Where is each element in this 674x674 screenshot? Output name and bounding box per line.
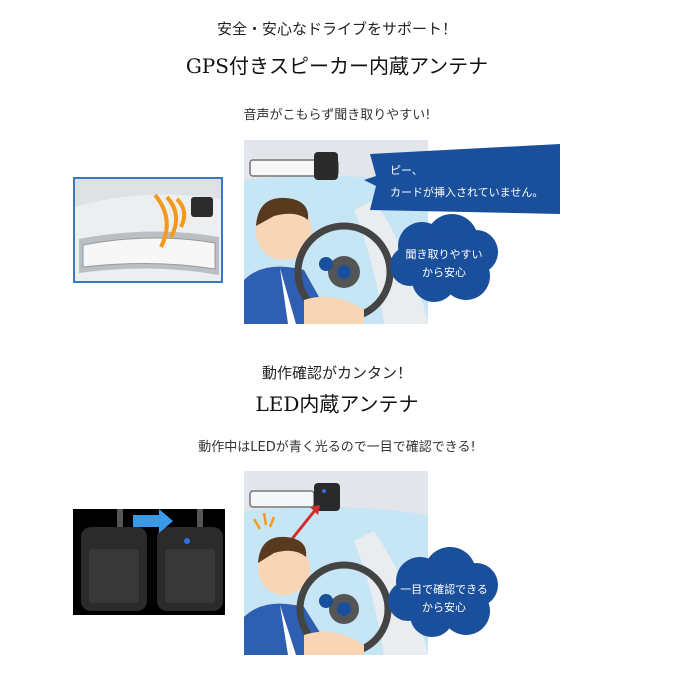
led-indicator-icon: [184, 538, 190, 544]
speech-line-1: ピー、: [390, 164, 423, 177]
led-indicator-icon: [322, 489, 326, 493]
section2-tagline: 動作確認がカンタン！: [261, 364, 412, 382]
led-antenna-comparison-illustration: [73, 509, 225, 615]
driver-checking-led-scene-illustration: 一目で確認できる から安心: [244, 471, 498, 655]
reassurance-cloud: [390, 214, 498, 302]
speech-bubble: [364, 144, 560, 214]
arrow-right-icon: [133, 509, 173, 533]
section2-title: LED内蔵アンテナ: [255, 392, 419, 416]
reassurance-cloud: [388, 547, 498, 637]
section2-subtitle: 動作中はLEDが青く光るので一目で確認できる!: [198, 440, 476, 455]
section1-title: GPS付きスピーカー内蔵アンテナ: [185, 54, 489, 78]
section1-tagline: 安全・安心なドライブをサポート！: [216, 20, 457, 38]
speech-line-2: カードが挿入されていません。: [390, 185, 543, 199]
antenna-speaker-icon: [314, 152, 338, 180]
driver-hearing-scene-illustration: ピー、 カードが挿入されていません。 聞き取りやすい から安心: [244, 140, 560, 324]
cloud-line-2: から安心: [422, 600, 466, 614]
section1-subtitle: 音声がこもらず聞き取りやすい!: [243, 108, 431, 123]
mirror-speaker-inset-illustration: [73, 177, 223, 283]
antenna-speaker-icon: [191, 197, 213, 217]
cloud-line-1: 一目で確認できる: [400, 582, 488, 596]
rearview-mirror-icon: [249, 490, 315, 508]
cloud-line-2: から安心: [422, 265, 466, 279]
cloud-line-1: 聞き取りやすい: [406, 248, 483, 261]
antenna-speaker-icon: [314, 483, 340, 511]
